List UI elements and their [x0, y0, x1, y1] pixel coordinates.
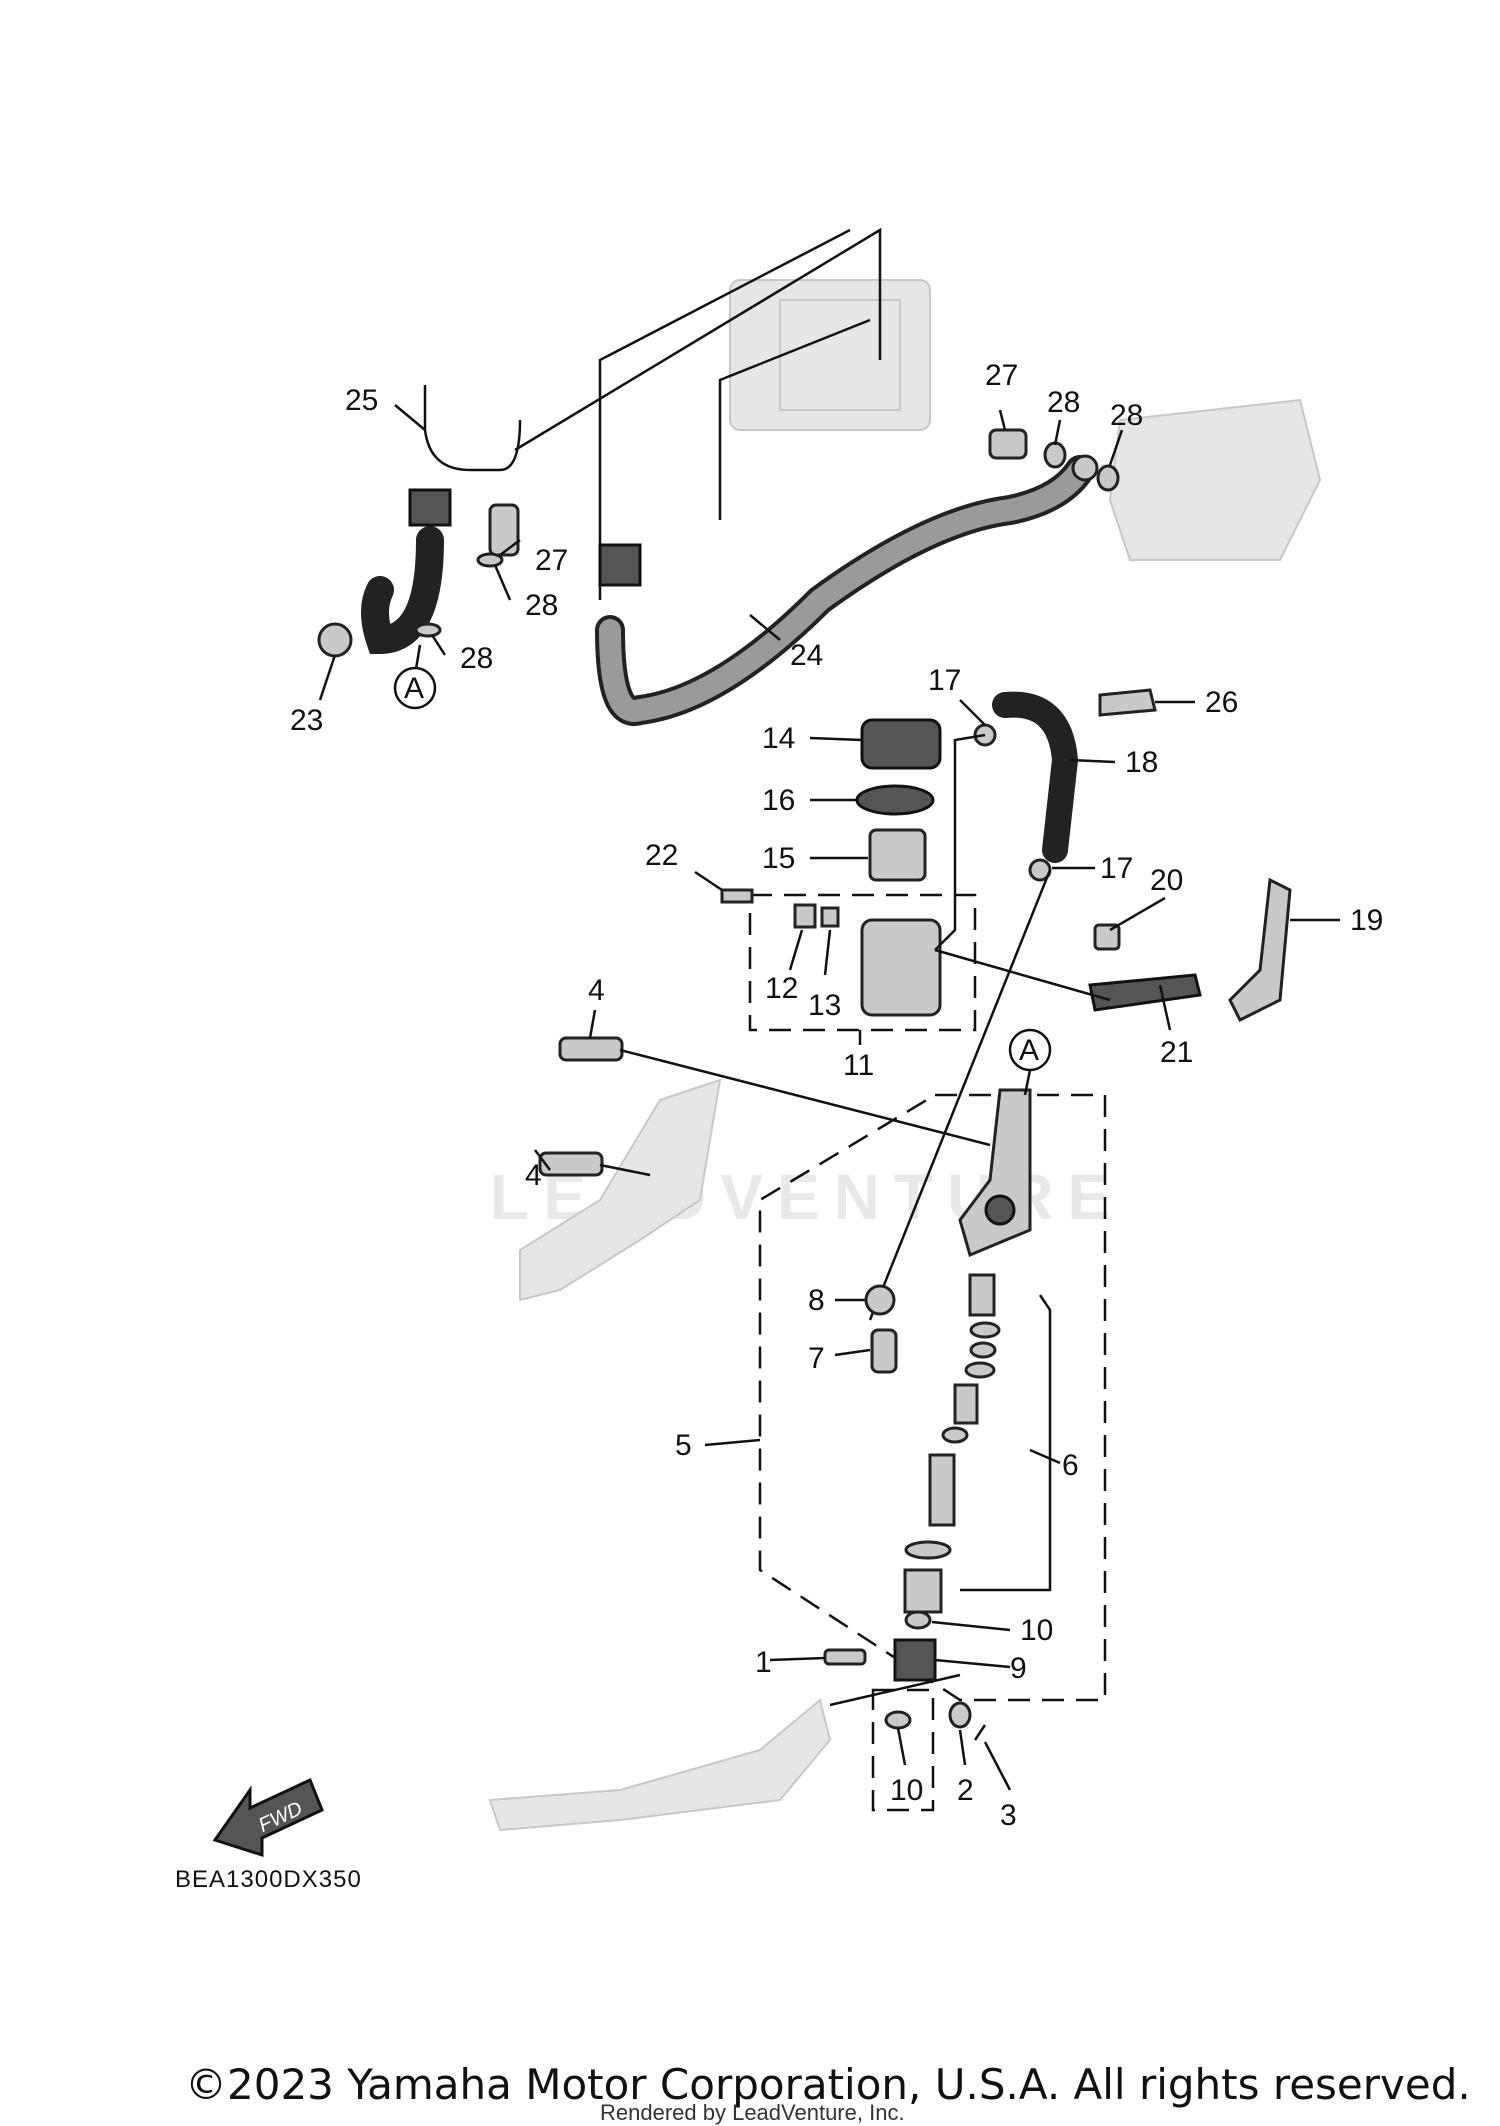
bolt-leader-upper [619, 1048, 991, 1147]
rendered-by-note: Rendered by LeadVenture, Inc. [600, 2100, 905, 2125]
part-15-holder [868, 828, 927, 882]
part-23-clamp [317, 622, 353, 658]
callout-28-right-2: 28 [1110, 399, 1143, 432]
part-5-master-cylinder-body [958, 1088, 1032, 1258]
hose-route-line-2 [934, 733, 986, 951]
part-4-bolt-lower [538, 1151, 604, 1177]
copyright-notice: ©2023 Yamaha Motor Corporation, U.S.A. A… [185, 2060, 1471, 2109]
callout-25: 25 [345, 384, 378, 417]
part-27-union-bolt-left [488, 503, 520, 557]
pedal-pin-group-box [871, 1688, 935, 1812]
callout-17-lower: 17 [1100, 852, 1133, 885]
callout-28-right-1: 28 [1047, 386, 1080, 419]
callout-leaders [318, 404, 1340, 1791]
part-17-hose-clamps [973, 723, 1052, 882]
callout-5: 5 [675, 1429, 692, 1462]
kit-bracket [960, 1294, 1052, 1592]
brake-pedal-ghost [488, 1698, 832, 1832]
hose-route-line [868, 869, 1052, 1321]
callout-2: 2 [957, 1774, 974, 1807]
callout-10-upper: 10 [1020, 1614, 1053, 1647]
callout-21: 21 [1160, 1036, 1193, 1069]
part-12-13-grommets [793, 903, 840, 929]
callout-3: 3 [1000, 1799, 1017, 1832]
reservoir-leader [934, 948, 1111, 1002]
callout-22: 22 [645, 839, 678, 872]
part-6-kit [903, 1273, 1001, 1614]
part-16-diaphragm [855, 784, 935, 816]
callout-19: 19 [1350, 904, 1383, 937]
callout-15: 15 [762, 842, 795, 875]
part-19-bracket [1228, 877, 1292, 1023]
part-21-stay [1088, 973, 1202, 1012]
part-18-reservoir-hose [992, 691, 1079, 863]
caliper-ghost [1108, 398, 1322, 561]
fwd-arrow-icon: FWD [212, 1777, 324, 1858]
pedal-leader [829, 1673, 961, 1707]
reference-circle-a-lower [1008, 1028, 1052, 1072]
reference-circle-a-upper [393, 666, 437, 710]
part-22-screw [720, 888, 754, 904]
part-25-hose [361, 526, 444, 655]
part-24-brake-hose [595, 454, 1099, 726]
part-8-grommet [864, 1284, 896, 1316]
part-3-cotter-pin [973, 1724, 987, 1741]
callout-18: 18 [1125, 746, 1158, 779]
callout-20: 20 [1150, 864, 1183, 897]
callout-7: 7 [808, 1342, 825, 1375]
callout-27-left: 27 [535, 544, 568, 577]
part-9-clevis [893, 1638, 937, 1682]
part-14-cap [860, 718, 942, 770]
callout-1: 1 [755, 1646, 772, 1679]
part-27-union-bolt-right [988, 428, 1028, 460]
callout-27-right: 27 [985, 359, 1018, 392]
callout-4-lower: 4 [525, 1159, 542, 1192]
callout-12: 12 [765, 972, 798, 1005]
callout-14: 14 [762, 722, 795, 755]
bolt-leader-lower [599, 1163, 651, 1177]
callout-a-upper: A [404, 672, 424, 705]
callout-4-upper: 4 [588, 974, 605, 1007]
part-28-washers [414, 441, 1120, 638]
part-25-brake-pipe [408, 385, 522, 527]
callout-8: 8 [808, 1284, 825, 1317]
callout-16: 16 [762, 784, 795, 817]
callout-13: 13 [808, 989, 841, 1022]
part-20-bolt [1093, 923, 1121, 951]
frame-bracket-ghost [519, 1078, 722, 1302]
callout-9: 9 [1010, 1652, 1027, 1685]
part-2-washer [948, 1701, 972, 1729]
part-4-bolt-upper [558, 1036, 624, 1062]
diagram-code: BEA1300DX350 [175, 1866, 362, 1893]
callout-17-upper: 17 [928, 664, 961, 697]
part-10-nuts [884, 1610, 932, 1730]
callout-28-left-upper: 28 [525, 589, 558, 622]
callout-10-lower: 10 [890, 1774, 923, 1807]
callout-6: 6 [1062, 1449, 1079, 1482]
part-7-joint [870, 1328, 898, 1374]
part-1-bolt [823, 1648, 867, 1666]
callout-a-lower: A [1019, 1034, 1039, 1067]
callout-28-left-lower: 28 [460, 642, 493, 675]
part-11-reservoir [860, 918, 942, 1017]
callout-11: 11 [843, 1049, 874, 1082]
part-26-clip [1098, 688, 1157, 717]
callout-23: 23 [290, 704, 323, 737]
callout-24: 24 [790, 639, 823, 672]
master-cylinder-group-box [758, 1093, 1107, 1702]
callout-26: 26 [1205, 686, 1238, 719]
callout-labels: 25 27 28 28 23 A 24 27 28 28 17 26 14 18… [290, 359, 1383, 1832]
